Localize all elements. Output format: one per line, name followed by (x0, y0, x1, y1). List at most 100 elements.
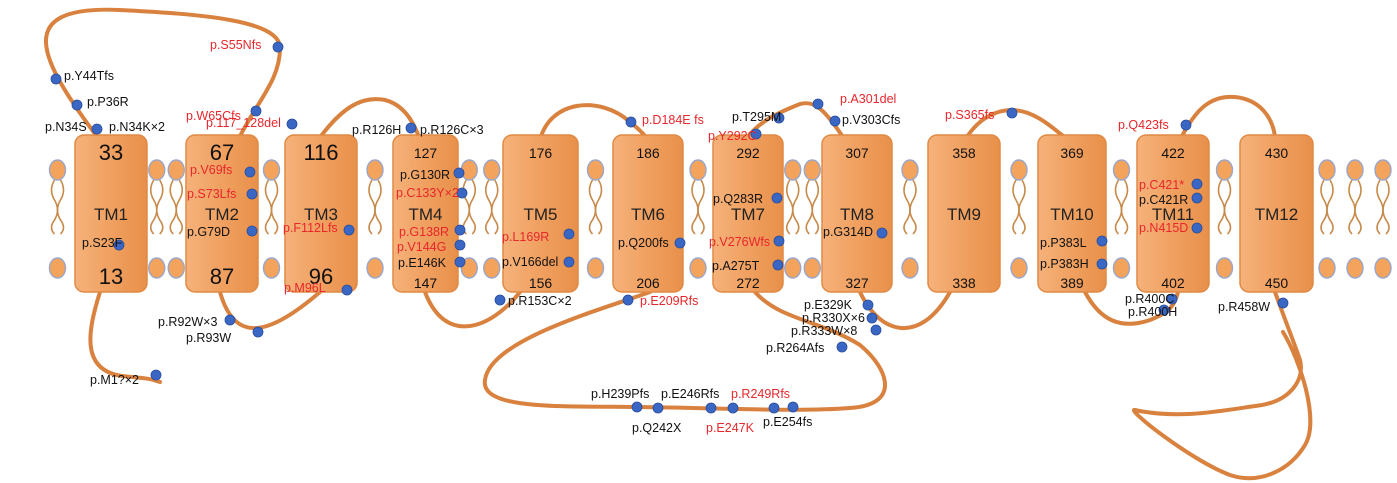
helix-top-residue: 292 (736, 145, 760, 161)
lipid-tail (1120, 179, 1129, 235)
lipid-head (901, 257, 919, 279)
mutation-label: p.L169R (502, 230, 549, 244)
lipid-tail (903, 179, 911, 235)
mutation-label: p.P36R (87, 95, 129, 109)
helix-bottom-residue: 96 (309, 264, 333, 289)
lipid-head (803, 257, 821, 279)
lipid-head (901, 159, 919, 181)
loop-tm6-tm7-intracellular-long (482, 290, 887, 412)
mutation-label: p.E329K (804, 298, 853, 312)
lipid-head (1010, 257, 1028, 279)
lipid-tail (484, 179, 493, 235)
mutation-site-dot (453, 167, 465, 179)
lipid-tail (149, 179, 158, 235)
mutation-site-dot (1166, 293, 1178, 305)
lipid-tail (175, 179, 184, 235)
lipid-tail (697, 179, 705, 235)
lipid-head (366, 257, 384, 279)
mutation-label: p.R400H (1128, 305, 1177, 319)
mutation-site-dot (622, 294, 634, 306)
mutation-label: p.R93W (186, 331, 231, 345)
lipid-head (148, 159, 166, 181)
helix-top-residue: 422 (1161, 145, 1185, 161)
helix-body (1239, 134, 1314, 293)
helix-bottom-residue: 450 (1265, 275, 1289, 291)
mutation-site-dot (113, 239, 125, 251)
mutation-label: p.R333W×8 (791, 324, 857, 338)
mutation-label: p.S365fs (945, 108, 994, 122)
lipid-tail (169, 179, 178, 235)
mutation-label: p.R400C (1125, 292, 1174, 306)
mutation-site-dot (246, 225, 258, 237)
lipid-tail (468, 179, 477, 235)
mutation-site-dot (252, 326, 264, 338)
mutation-site-dot (1096, 258, 1108, 270)
helix-body (712, 134, 784, 293)
mutation-label: p.H239Pfs (591, 387, 649, 401)
mutation-label: p.C421R (1139, 193, 1188, 207)
lipid-head (262, 159, 281, 181)
mutation-site-dot (771, 192, 783, 204)
helix-body (927, 134, 1001, 293)
helix-bottom-residue: 402 (1161, 275, 1185, 291)
mutation-site-dot (50, 73, 62, 85)
lipid-tail (490, 179, 499, 235)
lipid-tail (909, 179, 917, 235)
helix-body (74, 134, 148, 293)
mutation-label: p.R92W×3 (158, 315, 217, 329)
helix-label: TM3 (304, 205, 338, 224)
mutation-site-dot (563, 228, 575, 240)
helix-label: TM12 (1255, 205, 1298, 224)
helix-body (1136, 134, 1210, 293)
helix-top-residue: 430 (1265, 145, 1289, 161)
mutation-site-dot (772, 259, 784, 271)
helix-body (1037, 134, 1107, 293)
mutation-site-dot (91, 123, 103, 135)
helix-label: TM2 (205, 205, 239, 224)
lipid-tail (1320, 179, 1328, 235)
mutation-site-dot (563, 256, 575, 268)
lipid-tail (811, 179, 820, 235)
mutation-label: p.R126H (352, 123, 401, 137)
mutation-label: p.Q283R (713, 192, 763, 206)
lipid-tail (155, 179, 164, 235)
mutation-label: p.D184E fs (642, 113, 704, 127)
lipid-head (148, 257, 166, 279)
mutation-site-dot (870, 324, 882, 336)
helix-bottom-residue: 338 (952, 275, 976, 291)
mutation-label: p.S55Nfs (210, 38, 261, 52)
lipid-tail (1018, 179, 1026, 235)
mutation-label: p.E146K (398, 256, 447, 270)
lipid-tail (1354, 179, 1362, 235)
mutation-label: p.R126C×3 (420, 123, 484, 137)
lipid-head (784, 159, 802, 181)
lipid-tail (805, 179, 814, 235)
lipid-head (1010, 159, 1028, 181)
lipid-head (1374, 257, 1392, 279)
lipid-head (262, 257, 281, 279)
mutation-site-dot (1191, 222, 1203, 234)
helix-bottom-residue: 13 (99, 264, 123, 289)
mutation-site-dot (224, 314, 236, 326)
mutation-site-dot (494, 294, 506, 306)
mutation-site-dot (272, 41, 284, 53)
mutation-label: p.P383H (1040, 257, 1089, 271)
mutation-label: p.G79D (187, 225, 230, 239)
helix-bottom-residue: 327 (845, 275, 869, 291)
mutation-label: p.N415D (1139, 221, 1188, 235)
lipid-tail (374, 179, 382, 235)
mutation-label: p.A301del (840, 92, 896, 106)
helix-top-residue: 307 (845, 145, 869, 161)
mutation-site-dot (454, 256, 466, 268)
lipid-head (784, 257, 802, 279)
mutation-site-dot (812, 98, 824, 110)
lipid-tail (368, 179, 376, 235)
mutation-label: p.R458W (1218, 300, 1270, 314)
